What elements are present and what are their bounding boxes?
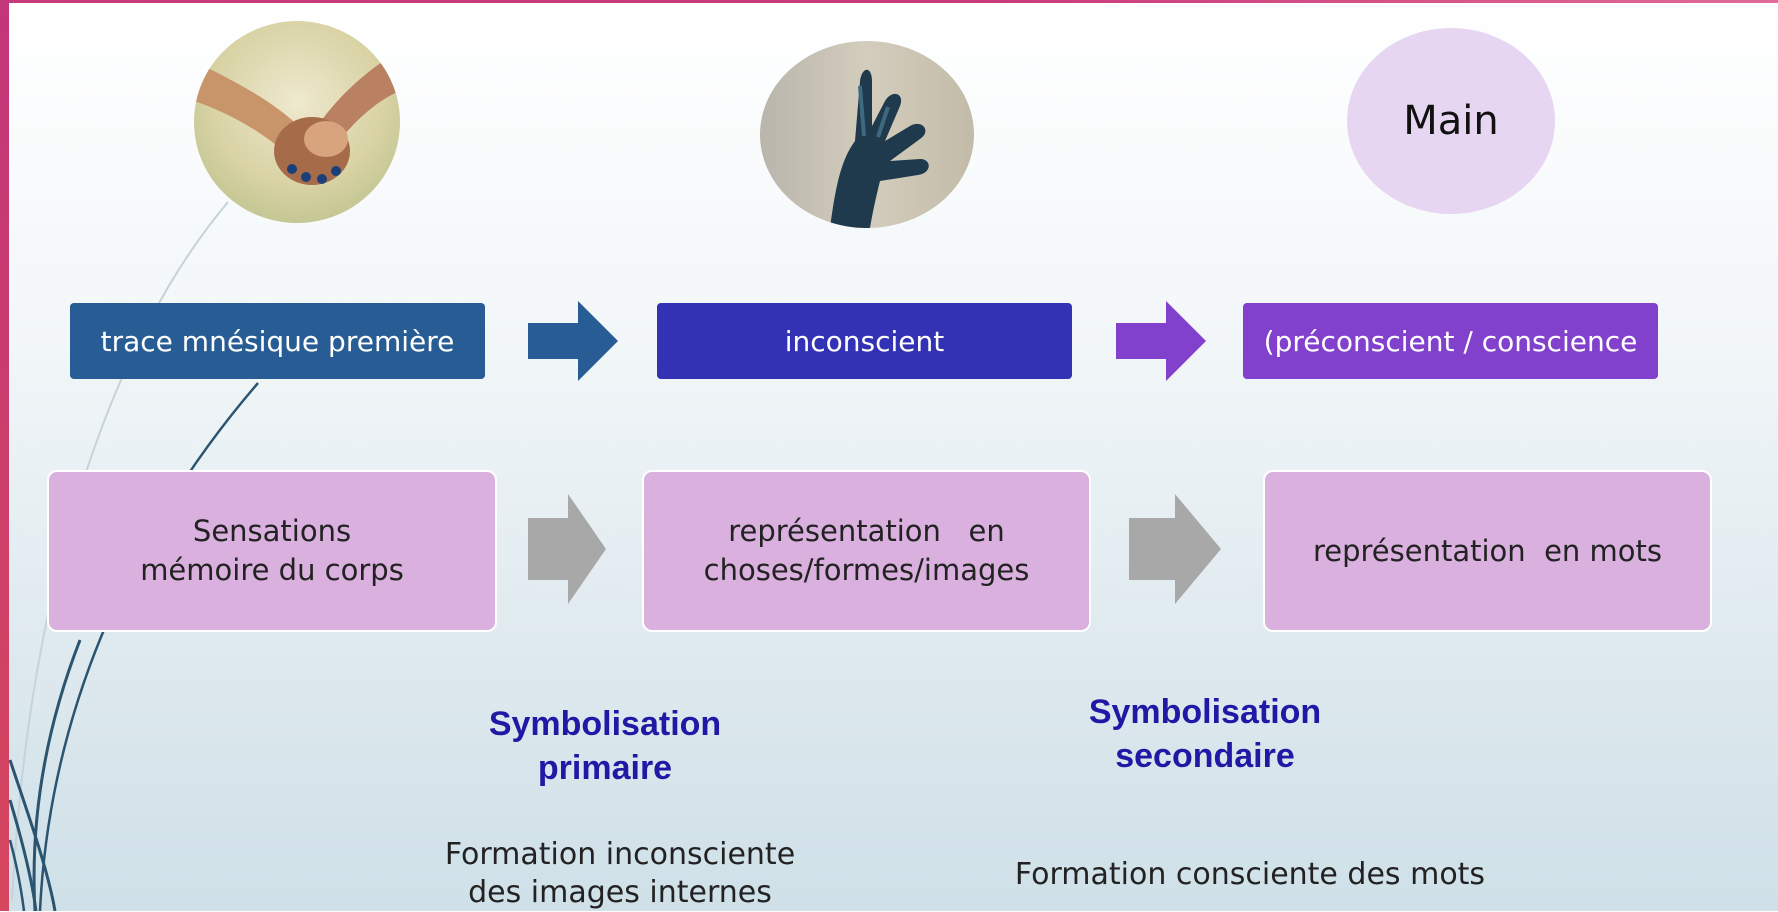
symbolisation-secondaire-line1: Symbolisation	[1088, 693, 1322, 731]
box-mots-text: représentation en mots	[1312, 533, 1663, 568]
box-preconscient: (préconscient / conscience	[1243, 303, 1658, 379]
symbolisation-primaire-title: Symbolisation primaire	[430, 702, 780, 790]
arrow-right-icon	[1129, 494, 1221, 604]
box-inconscient: inconscient	[657, 303, 1072, 379]
box-choses-line1: représentation en	[728, 514, 1005, 548]
box-representation-choses: représentation en choses/formes/images	[642, 470, 1091, 632]
left-accent-bar	[0, 0, 9, 911]
desc-primaire-line2: des images internes	[468, 875, 772, 910]
arrow-right-icon	[528, 301, 618, 381]
symbolisation-secondaire-description: Formation consciente des mots	[1014, 857, 1486, 892]
arrow-right-icon	[528, 494, 606, 604]
symbolisation-primaire-description: Formation inconsciente des images intern…	[400, 836, 840, 912]
main-circle: Main	[1347, 28, 1555, 214]
hands-holding-icon	[194, 21, 400, 223]
top-rule	[0, 0, 1778, 3]
symbolisation-secondaire-line2: secondaire	[1115, 737, 1295, 775]
symbolisation-primaire-line2: primaire	[537, 749, 673, 787]
main-label: Main	[1403, 98, 1499, 144]
box-sensations: Sensations mémoire du corps	[47, 470, 497, 632]
desc-primaire-line1: Formation inconsciente	[444, 837, 796, 872]
box-choses-line2: choses/formes/images	[703, 553, 1030, 587]
hands-holding-image	[194, 21, 400, 223]
symbolisation-secondaire-title: Symbolisation secondaire	[1030, 690, 1380, 778]
statue-hand-image	[760, 41, 974, 228]
arrow-right-icon	[1116, 301, 1206, 381]
box-sensations-line2: mémoire du corps	[140, 553, 404, 587]
box-sensations-line1: Sensations	[192, 514, 352, 548]
symbolisation-primaire-line1: Symbolisation	[488, 705, 722, 743]
box-representation-mots: représentation en mots	[1263, 470, 1712, 632]
statue-hand-icon	[760, 41, 974, 228]
box-trace-mnesique: trace mnésique première	[70, 303, 485, 379]
